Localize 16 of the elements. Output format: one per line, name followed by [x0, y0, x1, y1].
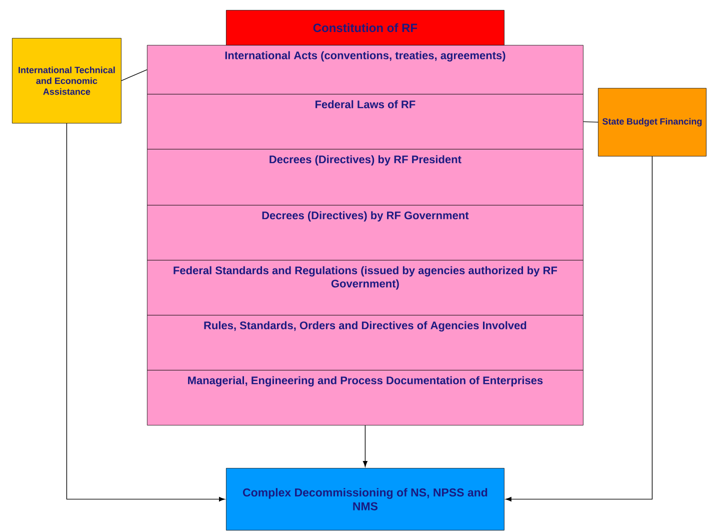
target-box: Complex Decommissioning of NS, NPSS and NMS: [226, 468, 504, 530]
level-box: Decrees (Directives) by RF Government: [147, 205, 584, 260]
connector-line: [121, 69, 148, 82]
arrow: [66, 123, 225, 502]
side-box: State Budget Financing: [598, 88, 706, 156]
level-box: International Acts (conventions, treaties, agreements): [147, 45, 584, 94]
level-box: Federal Standards and Regulations (issued by agencies authorized by RF Government): [147, 260, 584, 316]
level-box: Managerial, Engineering and Process Documentation of Enterprises: [147, 370, 584, 426]
level-box: Federal Laws of RF: [147, 94, 584, 150]
level-box: Decrees (Directives) by RF President: [147, 149, 584, 206]
side-box: International Technical and Economic Assistance: [12, 38, 122, 124]
arrow: [362, 425, 368, 467]
header-box: Constitution of RF: [226, 10, 504, 46]
level-box: Rules, Standards, Orders and Directives of Agencies Involved: [147, 315, 584, 370]
arrow: [506, 156, 653, 502]
connector-line: [583, 121, 598, 123]
